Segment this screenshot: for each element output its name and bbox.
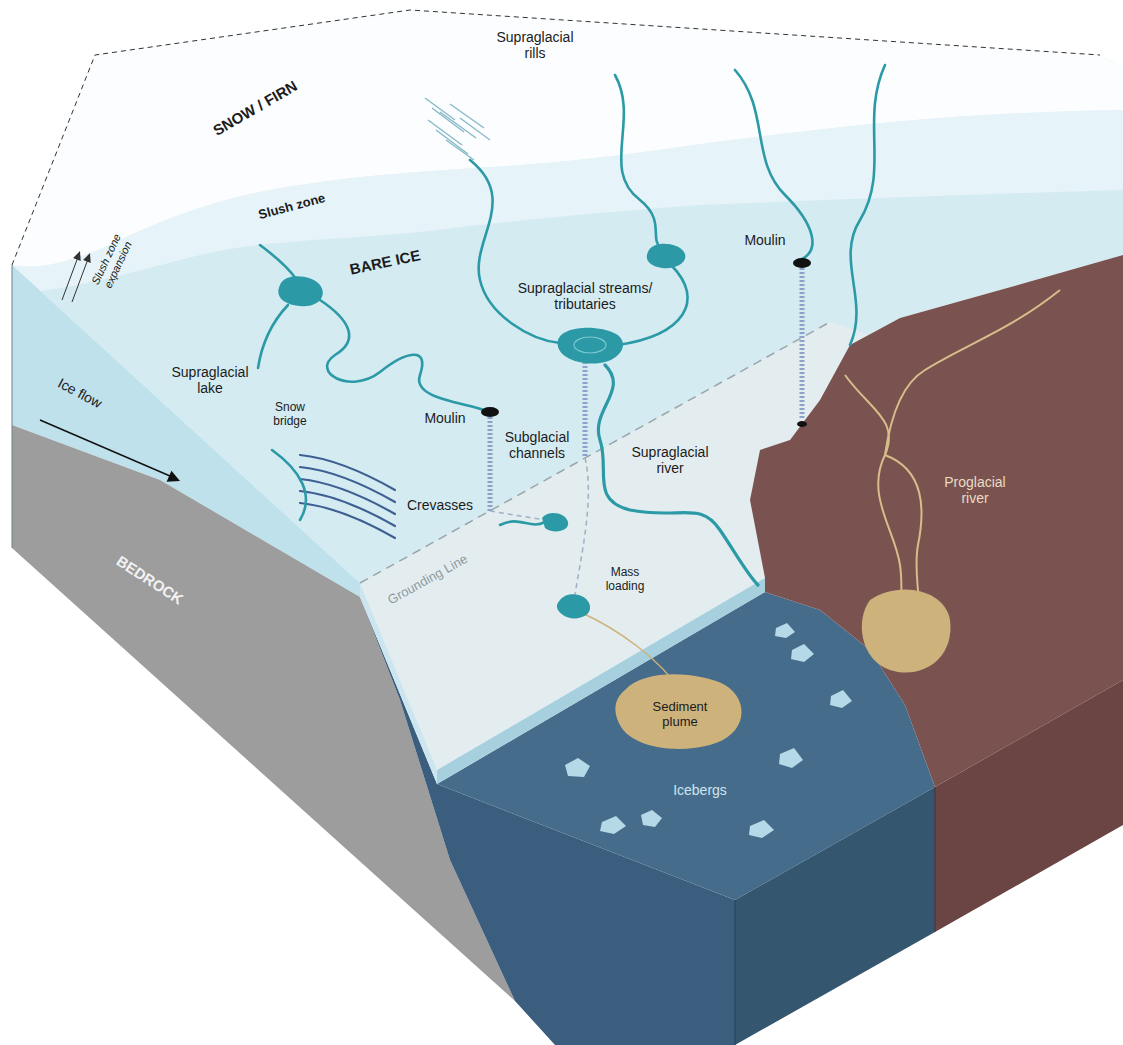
lake	[278, 276, 322, 306]
feature-label: Crevasses	[407, 497, 473, 513]
arrow-shaft	[40, 420, 170, 476]
back-edge-dashed	[12, 10, 1100, 265]
moulin-shaft	[583, 362, 588, 458]
supraglacial-rills	[425, 98, 490, 160]
feature-label: Proglacial river	[933, 474, 1018, 506]
ice-shelf-left-face	[360, 583, 437, 784]
arrow-head	[83, 253, 91, 263]
zone-label: SNOW / FIRN	[210, 77, 300, 139]
process-label: Mass loading	[597, 566, 653, 594]
block-edge	[935, 787, 936, 932]
snow-firn-zone	[12, 10, 1123, 266]
subglacial-channel	[575, 458, 588, 595]
feature-label: Supraglacial river	[623, 444, 718, 476]
crevasse	[300, 467, 395, 502]
iceberg	[565, 758, 590, 777]
zone-label: BEDROCK	[113, 552, 186, 608]
lake	[647, 244, 686, 269]
feature-label: Snow bridge	[264, 401, 316, 429]
stream	[272, 450, 306, 520]
subglacial-channel	[490, 511, 545, 520]
crevasse	[300, 491, 395, 526]
rill	[432, 108, 464, 132]
stream	[470, 160, 560, 343]
arrow-head	[167, 471, 180, 482]
sediment-plume	[862, 590, 951, 673]
block-edge	[735, 900, 736, 1045]
lake-ring	[574, 337, 606, 353]
ice-shelf-front	[437, 578, 765, 784]
slush-expansion-arrows	[62, 251, 91, 302]
zone-label: Slush zone	[257, 191, 327, 223]
moulin	[481, 407, 499, 417]
moulin-shaft	[488, 417, 493, 511]
iceberg	[641, 810, 662, 827]
zone-label: BARE ICE	[348, 246, 422, 278]
iceberg	[830, 690, 852, 708]
bedrock-face	[12, 425, 515, 1001]
supraglacial-river	[598, 365, 758, 585]
icebergs	[565, 623, 852, 838]
moulin	[793, 258, 811, 268]
feature-label: Supraglacial lake	[163, 364, 258, 396]
iceberg	[791, 644, 814, 662]
stream	[618, 266, 688, 345]
stream	[850, 65, 885, 345]
iceberg	[600, 816, 626, 834]
supraglacial-streams	[258, 65, 885, 585]
stream	[500, 521, 545, 525]
proglacial-river	[845, 290, 1060, 645]
arrow-shaft	[72, 259, 88, 302]
iceberg	[749, 820, 774, 838]
feature-label: Sediment plume	[640, 700, 720, 730]
lake	[558, 328, 623, 364]
feature-label: Subglacial channels	[490, 429, 585, 461]
feature-label: Moulin	[744, 232, 785, 248]
rill	[436, 130, 468, 154]
rill	[450, 104, 484, 128]
stream	[258, 305, 288, 368]
lake	[557, 594, 590, 618]
stream	[260, 245, 296, 279]
crevasse	[300, 455, 395, 490]
arrow-head	[73, 251, 81, 261]
rill	[460, 118, 490, 140]
crevasses	[300, 455, 395, 538]
grounding-line	[360, 322, 830, 583]
ocean-front-face	[735, 787, 935, 1045]
iceberg	[775, 623, 795, 638]
subglacial-channels	[490, 458, 588, 595]
stream	[735, 70, 812, 259]
lake	[542, 513, 568, 531]
sediment-plume	[615, 674, 741, 749]
block-edge	[12, 265, 13, 548]
rill	[446, 140, 474, 160]
iceberg	[779, 748, 803, 768]
feature-label: Icebergs	[673, 782, 727, 798]
flow-label: Ice flow	[55, 375, 104, 411]
feature-label: Supraglacial streams/ tributaries	[510, 280, 660, 312]
moulin-shaft	[800, 268, 805, 420]
moulin-shafts	[490, 268, 802, 511]
moulin-outlet	[797, 421, 807, 427]
line-label: Grounding Line	[385, 552, 470, 608]
crevasse	[300, 503, 395, 538]
supraglacial-lakes	[278, 244, 685, 619]
land-front-face	[935, 680, 1123, 932]
rill	[425, 98, 455, 120]
ice-flow-arrow	[40, 420, 180, 482]
process-label: Slush zone expansion	[87, 229, 136, 296]
stream	[320, 300, 484, 410]
feature-label: Moulin	[424, 410, 465, 426]
crevasse	[300, 479, 395, 514]
river-channel	[885, 290, 1060, 455]
feature-label: Supraglacial rills	[488, 29, 583, 61]
stream	[615, 75, 660, 247]
